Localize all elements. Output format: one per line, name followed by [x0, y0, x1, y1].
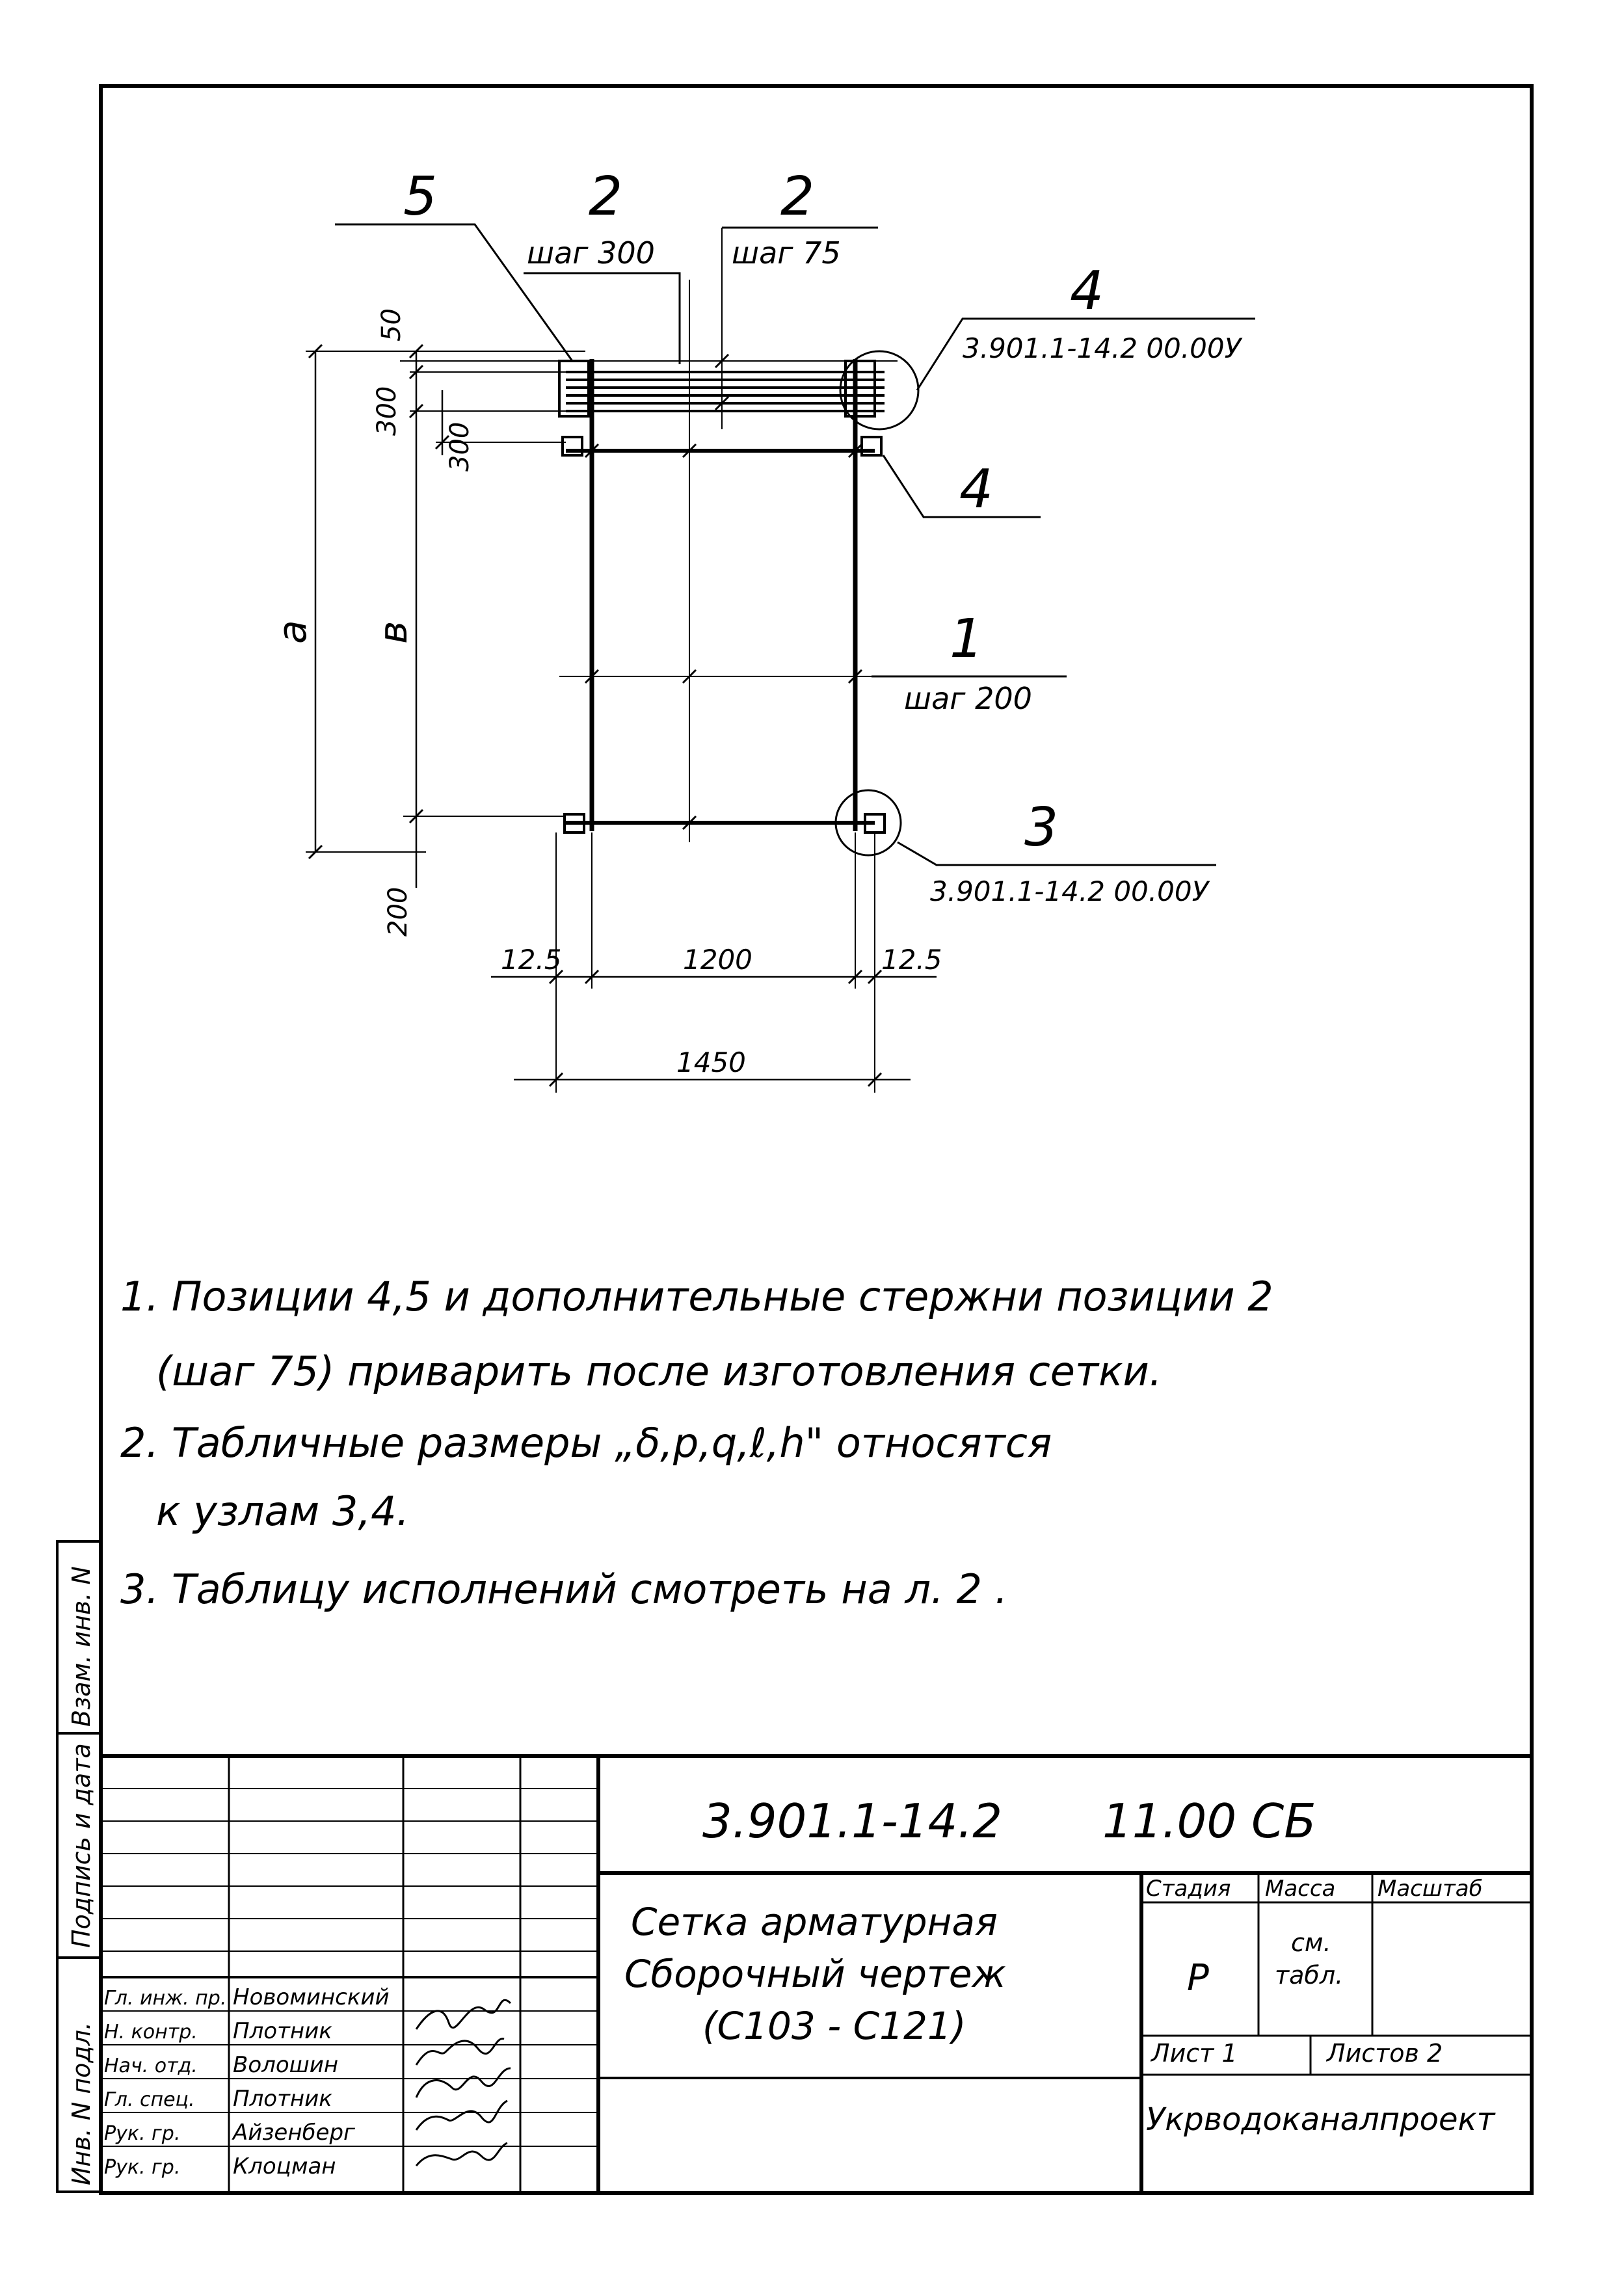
- title-line-3: (С103 - С121): [702, 2004, 966, 2048]
- side-stamp: [56, 1540, 102, 2193]
- callout-pos1: 1: [950, 608, 983, 670]
- callout-pos4-bottom: 4: [959, 459, 993, 520]
- callout-pos4-top: 4: [1070, 260, 1104, 322]
- dimension-labels: 50 300 300 a в 200 12.5 1200 12.5 1450: [270, 308, 942, 1078]
- signer-name-3: Волошин: [233, 2052, 338, 2078]
- callout-pos2-right: 2: [780, 166, 814, 228]
- signer-role-5: Рук. гр.: [104, 2122, 180, 2145]
- organization: Укрводоканалпроект: [1146, 2101, 1497, 2138]
- sheets-total: Листов 2: [1325, 2039, 1443, 2068]
- callout-labels: 5 2 шаг 300 2 шаг 75 4 3.901.1-14.2 00.0…: [403, 166, 1243, 907]
- dim-300-outer: 300: [372, 386, 402, 436]
- note-2-line-2: к узлам 3,4.: [156, 1487, 409, 1535]
- callout-step300: шаг 300: [527, 235, 655, 271]
- plate-pos4-left: [561, 436, 583, 457]
- callout-pos2-left: 2: [589, 166, 622, 228]
- plate-pos4-right: [860, 436, 883, 457]
- callout-node4-ref: 3.901.1-14.2 00.00У: [963, 332, 1243, 364]
- dim-1450: 1450: [676, 1046, 746, 1078]
- title-line-1: Сетка арматурная: [631, 1900, 998, 1944]
- signer-role-4: Гл. спец.: [104, 2088, 194, 2111]
- signer-name-5: Айзенберг: [232, 2120, 356, 2146]
- stage-value: Р: [1187, 1957, 1209, 1999]
- signer-role-1: Гл. инж. пр.: [104, 1987, 226, 2010]
- node-4-circle: [839, 350, 920, 431]
- callout-step200: шаг 200: [904, 681, 1032, 716]
- dim-12-5-right: 12.5: [881, 944, 942, 976]
- signatures: [415, 1999, 512, 2166]
- note-1-line-2: (шаг 75) приварить после изготовления се…: [156, 1348, 1162, 1395]
- notes-block: 1. Позиции 4,5 и дополнительные стержни …: [120, 1273, 1273, 1613]
- scale-header: Масштаб: [1378, 1876, 1483, 1902]
- doc-suffix: 11.00 СБ: [1102, 1794, 1316, 1848]
- mass-value-1: см.: [1291, 1928, 1331, 1957]
- signer-role-6: Рук. гр.: [104, 2156, 180, 2179]
- mesh-drawing: [306, 223, 1255, 1093]
- dim-1200: 1200: [683, 944, 752, 976]
- plate-pos3-left: [563, 813, 585, 834]
- dim-b: в: [371, 621, 416, 644]
- note-1-line-1: 1. Позиции 4,5 и дополнительные стержни …: [120, 1273, 1273, 1320]
- stamp-signature-date: Подпись и дата: [67, 1743, 96, 1948]
- callout-step75: шаг 75: [732, 235, 841, 271]
- callout-pos5: 5: [403, 166, 437, 228]
- signer-role-3: Нач. отд.: [104, 2055, 198, 2077]
- signer-role-2: Н. контр.: [104, 2021, 198, 2044]
- title-block: [101, 1754, 1532, 2193]
- dim-a: a: [270, 620, 315, 644]
- node-3-circle: [834, 789, 902, 857]
- stage-header: Стадия: [1146, 1876, 1231, 1902]
- sheet-number: Лист 1: [1150, 2039, 1238, 2068]
- plate-pos5: [558, 360, 590, 418]
- drawing-frame: [99, 84, 1534, 2195]
- title-line-2: Сборочный чертеж: [624, 1952, 1006, 1996]
- dim-200: 200: [383, 887, 413, 937]
- dim-300-inner: 300: [445, 422, 475, 472]
- dim-50: 50: [377, 308, 406, 341]
- signer-name-1: Новоминский: [233, 1984, 390, 2010]
- doc-code: 3.901.1-14.2: [702, 1794, 1002, 1848]
- note-3: 3. Таблицу исполнений смотреть на л. 2 .: [120, 1565, 1007, 1613]
- note-2-line-1: 2. Табличные размеры „δ,p,q,ℓ,h" относят…: [120, 1419, 1052, 1467]
- callout-pos3: 3: [1024, 797, 1058, 859]
- callout-node3-ref: 3.901.1-14.2 00.00У: [930, 875, 1210, 907]
- signer-name-4: Плотник: [233, 2086, 332, 2112]
- stamp-vzam-inv: Взам. инв. N: [67, 1566, 96, 1727]
- mass-header: Масса: [1265, 1876, 1335, 1902]
- dim-12-5-left: 12.5: [501, 944, 562, 976]
- signer-name-6: Клоцман: [233, 2153, 336, 2179]
- signer-name-2: Плотник: [233, 2018, 332, 2044]
- mass-value-2: табл.: [1275, 1961, 1343, 1990]
- stamp-inv-podl: Инв. N подл.: [67, 2022, 96, 2185]
- plate-node4-top: [844, 360, 876, 418]
